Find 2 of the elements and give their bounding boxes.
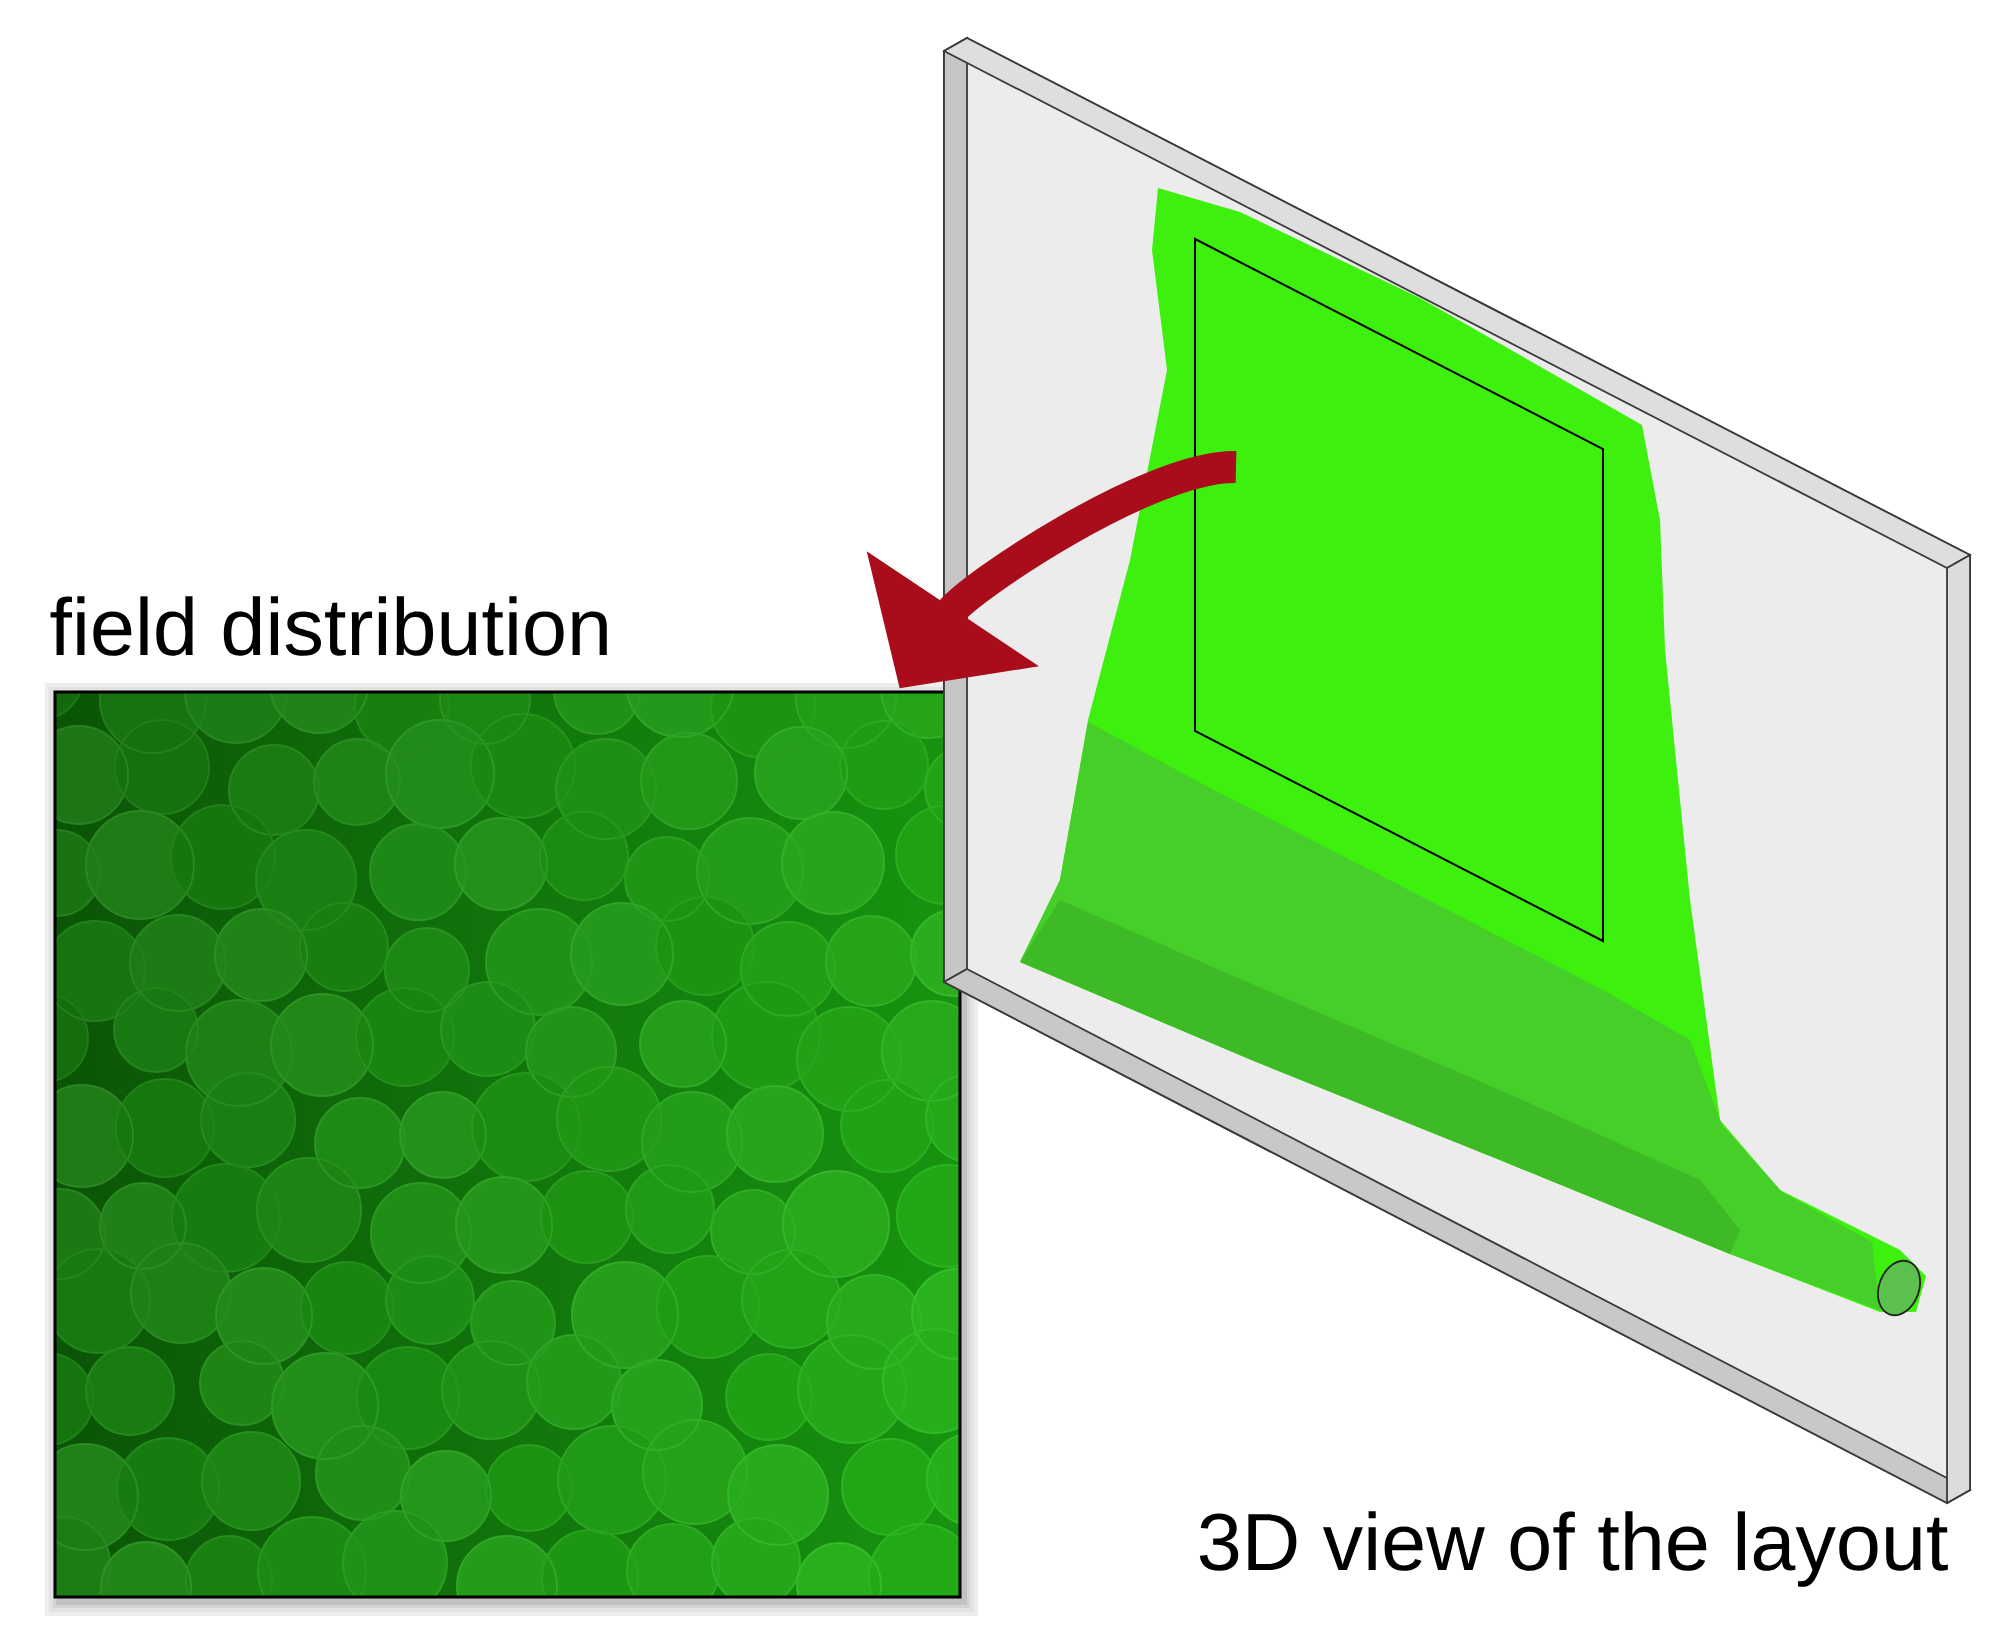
heading: 3D view of the layout bbox=[1199, 1511, 1948, 1587]
heading: field distribution bbox=[50, 596, 607, 656]
